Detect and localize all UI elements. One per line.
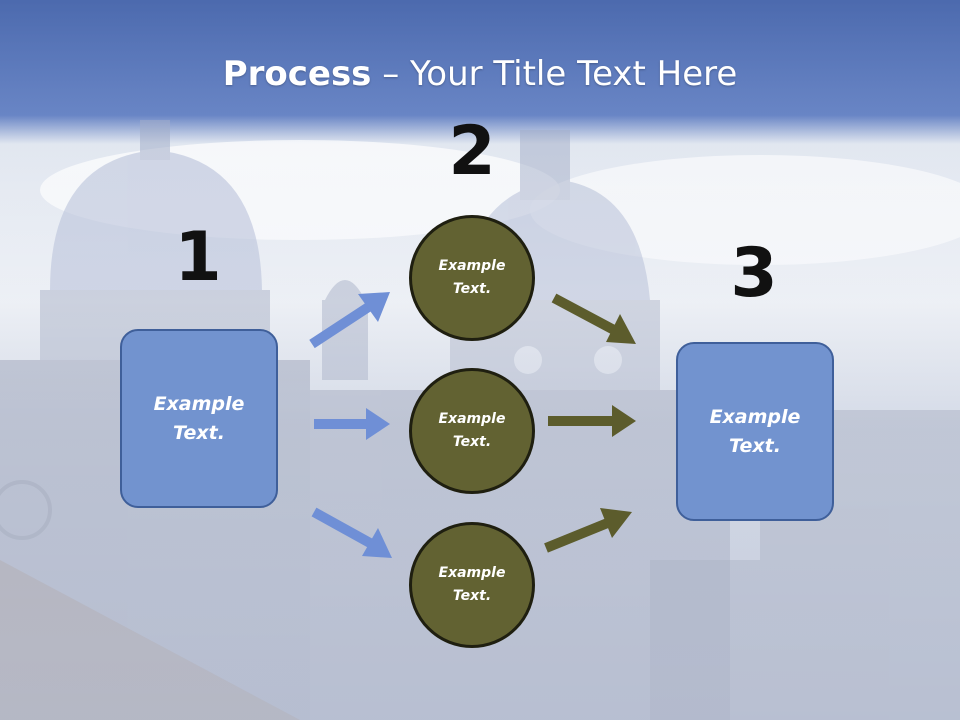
slide-title: Process – Your Title Text Here bbox=[0, 52, 960, 96]
left-box-label: Example Text. bbox=[153, 392, 245, 444]
arrow-middle-to-right bbox=[548, 405, 636, 437]
circle-middle[interactable]: Example Text. bbox=[409, 368, 535, 494]
circle-bottom-label: Example Text. bbox=[438, 565, 506, 604]
arrow-left-to-top bbox=[309, 292, 390, 349]
step-number-3: 3 bbox=[730, 234, 778, 313]
left-process-box[interactable]: Example Text. bbox=[120, 329, 278, 508]
title-rest: – Your Title Text Here bbox=[371, 54, 738, 94]
right-process-box[interactable]: Example Text. bbox=[676, 342, 834, 521]
step-number-2: 2 bbox=[448, 112, 496, 191]
circle-top-label: Example Text. bbox=[438, 258, 506, 297]
circle-middle-label: Example Text. bbox=[438, 411, 506, 450]
circle-bottom[interactable]: Example Text. bbox=[409, 522, 535, 648]
title-bold: Process bbox=[222, 54, 372, 94]
arrow-top-to-right bbox=[551, 293, 636, 344]
arrow-left-to-bottom bbox=[311, 507, 392, 558]
right-box-label: Example Text. bbox=[709, 405, 801, 457]
arrow-bottom-to-right bbox=[544, 508, 632, 553]
step-number-1: 1 bbox=[174, 218, 222, 297]
arrow-left-to-middle bbox=[314, 408, 390, 440]
circle-top[interactable]: Example Text. bbox=[409, 215, 535, 341]
